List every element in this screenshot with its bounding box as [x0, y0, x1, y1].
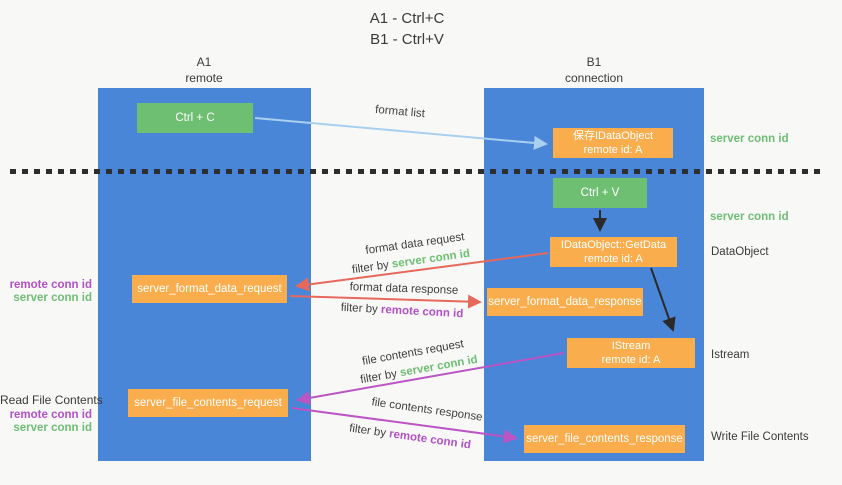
- right-column-name: B1: [586, 55, 602, 69]
- format-data-request-arrow: [295, 252, 549, 292]
- file-contents-request-arrow: [296, 352, 565, 405]
- save-idataobject-node: 保存IDataObject remote id: A: [553, 128, 673, 158]
- ctrl-v-node: Ctrl + V: [553, 178, 647, 208]
- getdata-line2: remote id: A: [584, 253, 643, 265]
- idataobject-getdata-node: IDataObject::GetData remote id: A: [550, 237, 677, 267]
- copy-paste-separator-line: [10, 169, 823, 174]
- istream-side-label: Istream: [711, 349, 750, 361]
- write-file-contents-label: Write File Contents: [711, 431, 809, 443]
- server-format-data-request-node: server_format_data_request: [132, 275, 287, 303]
- server-file-contents-response-node: server_file_contents_response: [524, 425, 685, 453]
- remote-conn-id-left-2: remote conn id: [9, 409, 92, 421]
- server-file-contents-response-label: server_file_contents_response: [526, 432, 683, 445]
- ctrl-v-label: Ctrl + V: [580, 186, 620, 199]
- read-file-contents-label: Read File Contents: [0, 393, 103, 407]
- file-contents-response-arrow: [291, 407, 518, 444]
- istream-line1: IStream: [611, 339, 651, 352]
- remote-conn-id-left-1: remote conn id: [9, 279, 92, 291]
- title-line-a1: A1 - Ctrl+C: [369, 10, 445, 27]
- ctrl-c-node: Ctrl + C: [137, 103, 253, 133]
- title-line-b1: B1 - Ctrl+V: [370, 31, 444, 48]
- getdata-line1: IDataObject::GetData: [560, 238, 667, 251]
- server-format-data-request-label: server_format_data_request: [137, 282, 282, 295]
- ctrl-c-label: Ctrl + C: [175, 111, 215, 124]
- left-column-role: remote: [185, 70, 223, 85]
- server-conn-id-right-top: server conn id: [710, 133, 789, 145]
- server-format-data-response-label: server_format_data_response: [488, 295, 642, 308]
- left-column-header: A1 remote: [144, 55, 264, 86]
- server-file-contents-request-node: server_file_contents_request: [128, 389, 288, 417]
- right-column-header: B1 connection: [534, 55, 654, 86]
- server-conn-id-left-2: server conn id: [13, 422, 92, 434]
- getdata-to-istream-arrow: [650, 267, 676, 332]
- format-data-response-arrow: [289, 294, 482, 309]
- server-conn-id-right-mid: server conn id: [710, 211, 789, 223]
- right-column-role: connection: [564, 70, 624, 85]
- format-list-arrow: [254, 117, 548, 150]
- server-format-data-response-node: server_format_data_response: [487, 288, 643, 316]
- save-idataobject-line2: remote id: A: [583, 144, 643, 156]
- save-idataobject-line1: 保存IDataObject: [572, 129, 654, 142]
- istream-line2: remote id: A: [601, 354, 661, 366]
- server-conn-id-left-1: server conn id: [13, 292, 92, 304]
- filter-prefix: filter by: [340, 301, 379, 316]
- dataobject-label: DataObject: [711, 246, 769, 258]
- left-column-name: A1: [196, 55, 212, 69]
- server-file-contents-request-label: server_file_contents_request: [134, 396, 282, 409]
- diagram-title: A1 - Ctrl+C B1 - Ctrl+V: [287, 8, 527, 50]
- istream-node: IStream remote id: A: [567, 338, 695, 368]
